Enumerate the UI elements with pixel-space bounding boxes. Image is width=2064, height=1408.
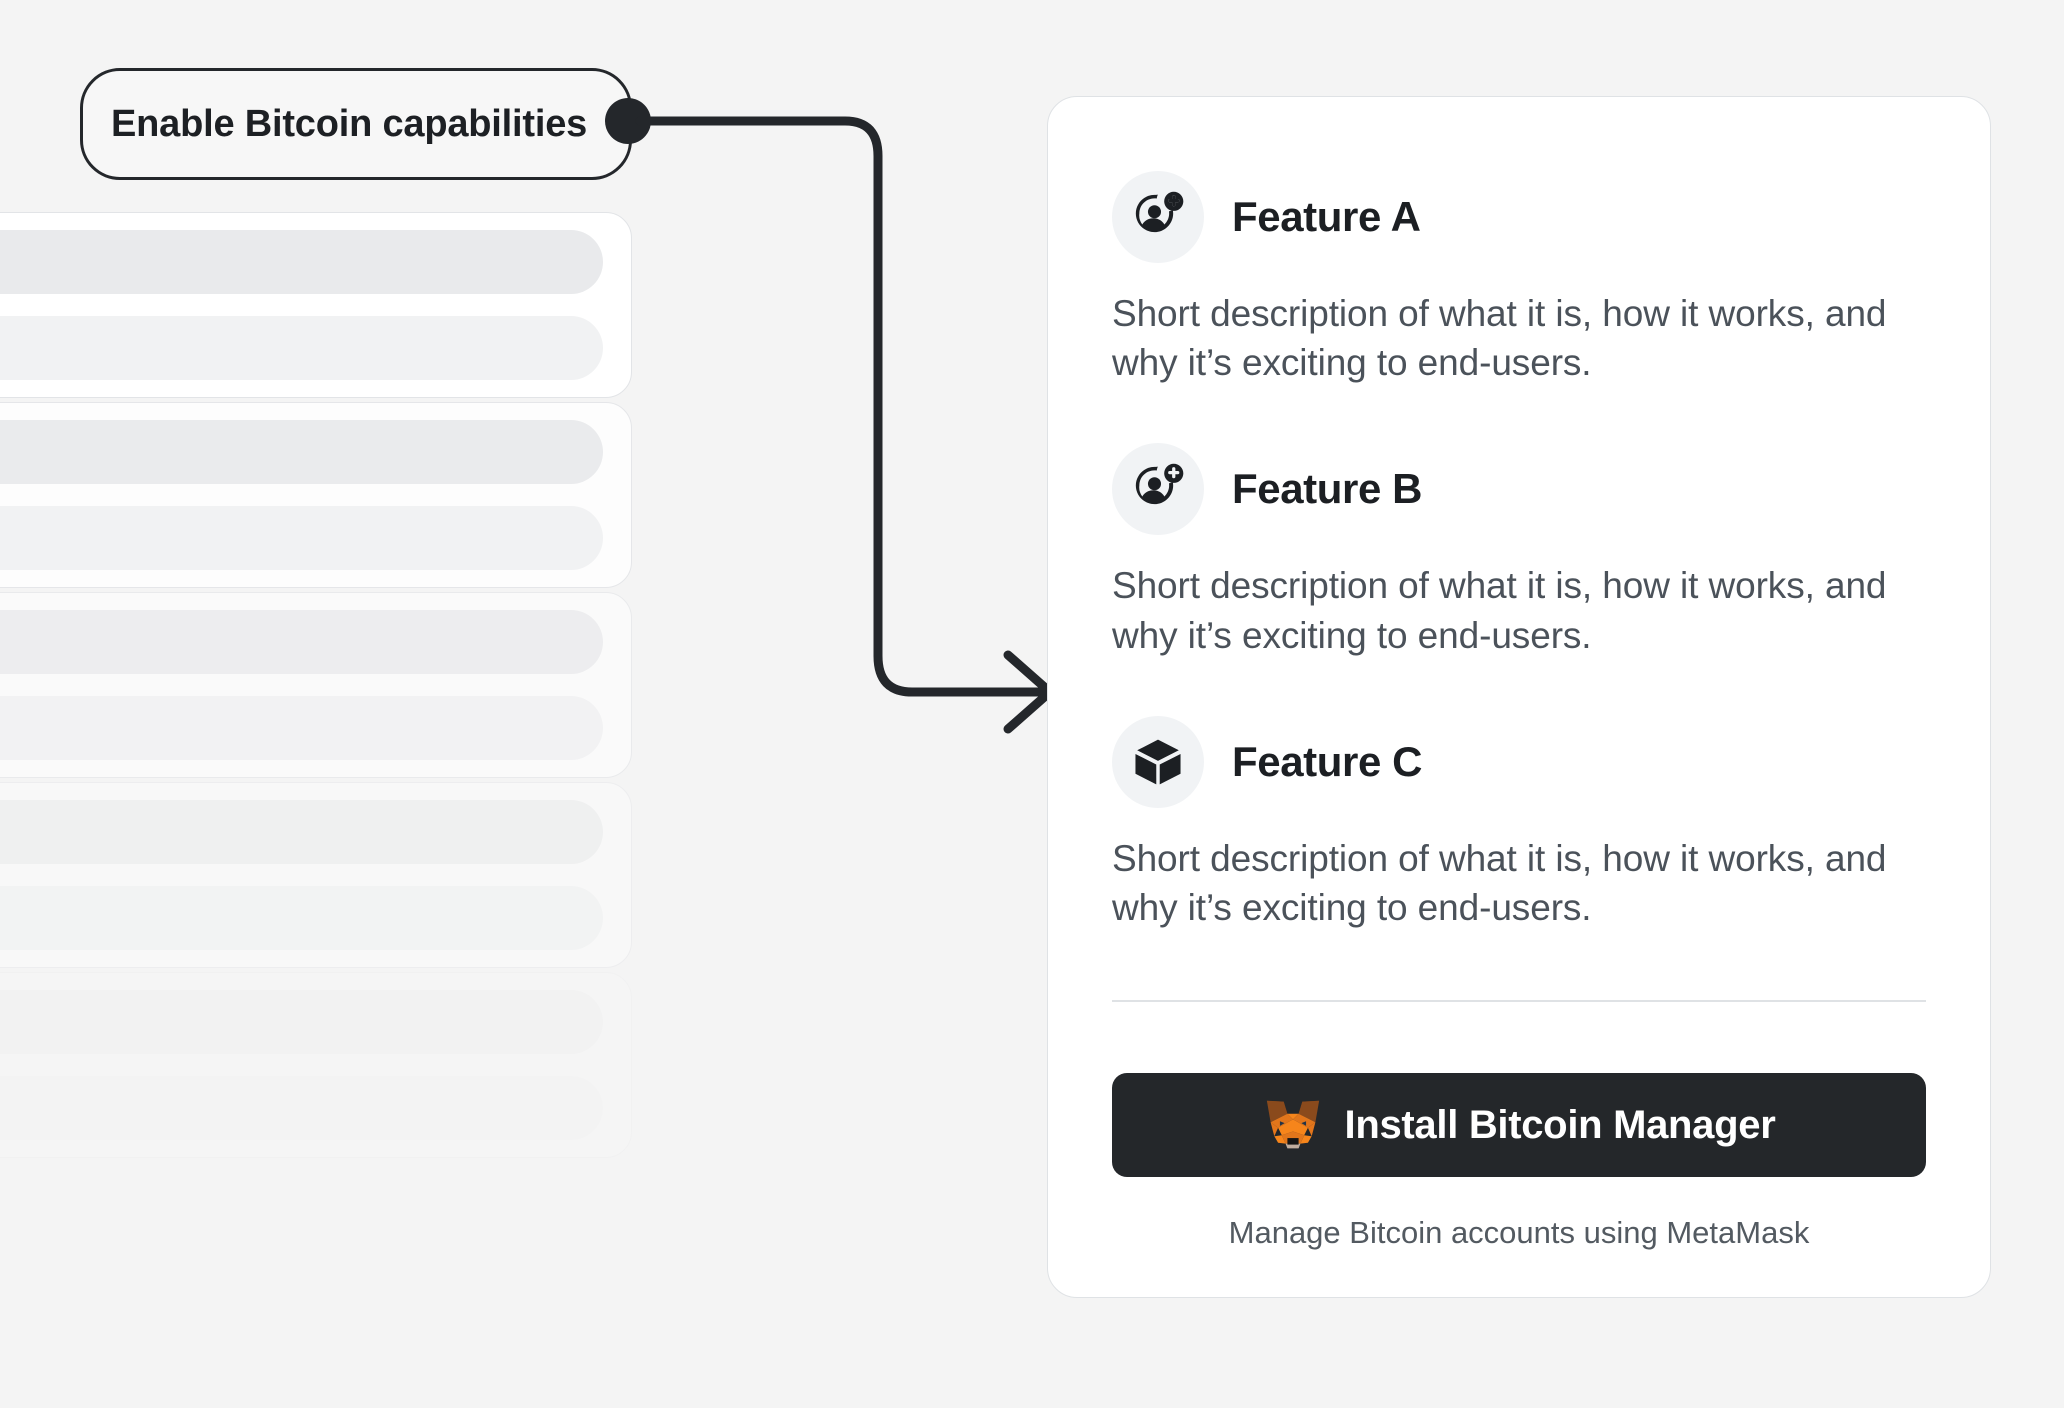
install-button-label: Install Bitcoin Manager	[1344, 1102, 1776, 1147]
skeleton-bar-primary	[0, 610, 603, 674]
card-footer: Install Bitcoin Manager Manage Bitcoin a…	[1048, 1021, 1990, 1297]
feature-title: Feature A	[1232, 193, 1421, 240]
user-plus-icon	[1112, 171, 1204, 263]
skeleton-card-list	[0, 0, 640, 1408]
feature-description: Short description of what it is, how it …	[1112, 293, 1887, 384]
skeleton-bar-primary	[0, 420, 603, 484]
metamask-fox-icon	[1263, 1097, 1323, 1153]
skeleton-bar-primary	[0, 230, 603, 294]
feature-title: Feature B	[1232, 465, 1423, 513]
skeleton-card	[0, 212, 632, 398]
skeleton-bar-secondary	[0, 1076, 603, 1140]
cube-icon	[1112, 715, 1204, 808]
feature-row: Feature A Short description of what it i…	[1112, 171, 1926, 387]
skeleton-bar-secondary	[0, 316, 603, 380]
feature-header: Feature B	[1112, 443, 1926, 536]
card-divider	[1112, 1000, 1926, 1003]
footer-caption: Manage Bitcoin accounts using MetaMask	[1228, 1215, 1810, 1250]
feature-header: Feature A	[1112, 171, 1926, 263]
feature-list: Feature A Short description of what it i…	[1048, 97, 1990, 1021]
feature-row: Feature C Short description of what it i…	[1112, 715, 1926, 932]
feature-description: Short description of what it is, how it …	[1112, 837, 1887, 929]
skeleton-card	[0, 782, 632, 968]
feature-header: Feature C	[1112, 715, 1926, 808]
feature-description: Short description of what it is, how it …	[1112, 565, 1887, 656]
skeleton-card	[0, 592, 632, 778]
callout-label-text: Enable Bitcoin capabilities	[111, 102, 588, 145]
skeleton-card	[0, 972, 632, 1158]
install-bitcoin-manager-button[interactable]: Install Bitcoin Manager	[1112, 1073, 1926, 1177]
skeleton-bar-secondary	[0, 886, 603, 950]
feature-row: Feature B Short description of what it i…	[1112, 443, 1926, 659]
feature-card: Feature A Short description of what it i…	[1047, 96, 1991, 1298]
skeleton-bar-primary	[0, 990, 603, 1054]
user-plus-icon	[1112, 443, 1204, 536]
skeleton-card	[0, 402, 632, 588]
skeleton-bar-secondary	[0, 696, 603, 760]
callout-label-pill: Enable Bitcoin capabilities	[80, 68, 632, 180]
skeleton-bar-primary	[0, 800, 603, 864]
skeleton-bar-secondary	[0, 506, 603, 570]
feature-title: Feature C	[1232, 737, 1423, 785]
